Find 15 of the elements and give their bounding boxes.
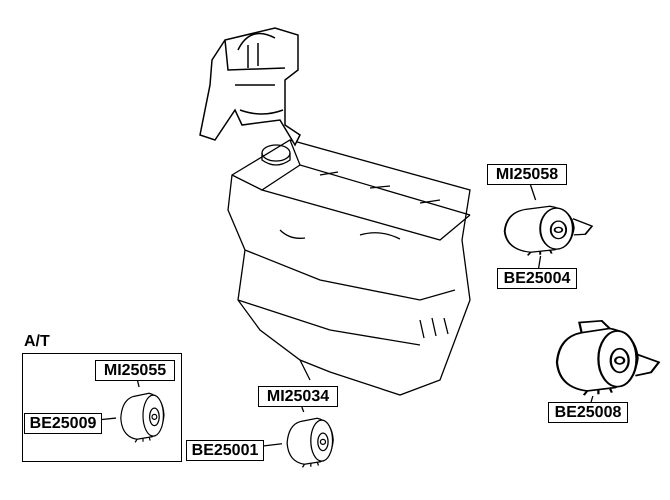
part-number: MI25055 bbox=[95, 360, 175, 381]
leader-line bbox=[102, 417, 116, 420]
leader-line bbox=[136, 380, 140, 388]
part-number: MI25034 bbox=[258, 386, 338, 407]
leader-line bbox=[301, 406, 304, 412]
part-number: BE25009 bbox=[24, 413, 102, 434]
leader-line bbox=[530, 184, 536, 200]
part-number: MI25058 bbox=[487, 164, 567, 185]
part-number: BE25004 bbox=[497, 268, 577, 289]
part-number: BE25001 bbox=[186, 440, 264, 461]
leader-line bbox=[538, 256, 542, 268]
part-number: BE25008 bbox=[548, 402, 628, 423]
group-heading: A/T bbox=[24, 333, 50, 351]
leader-line bbox=[590, 396, 594, 402]
leader-line bbox=[264, 443, 282, 447]
